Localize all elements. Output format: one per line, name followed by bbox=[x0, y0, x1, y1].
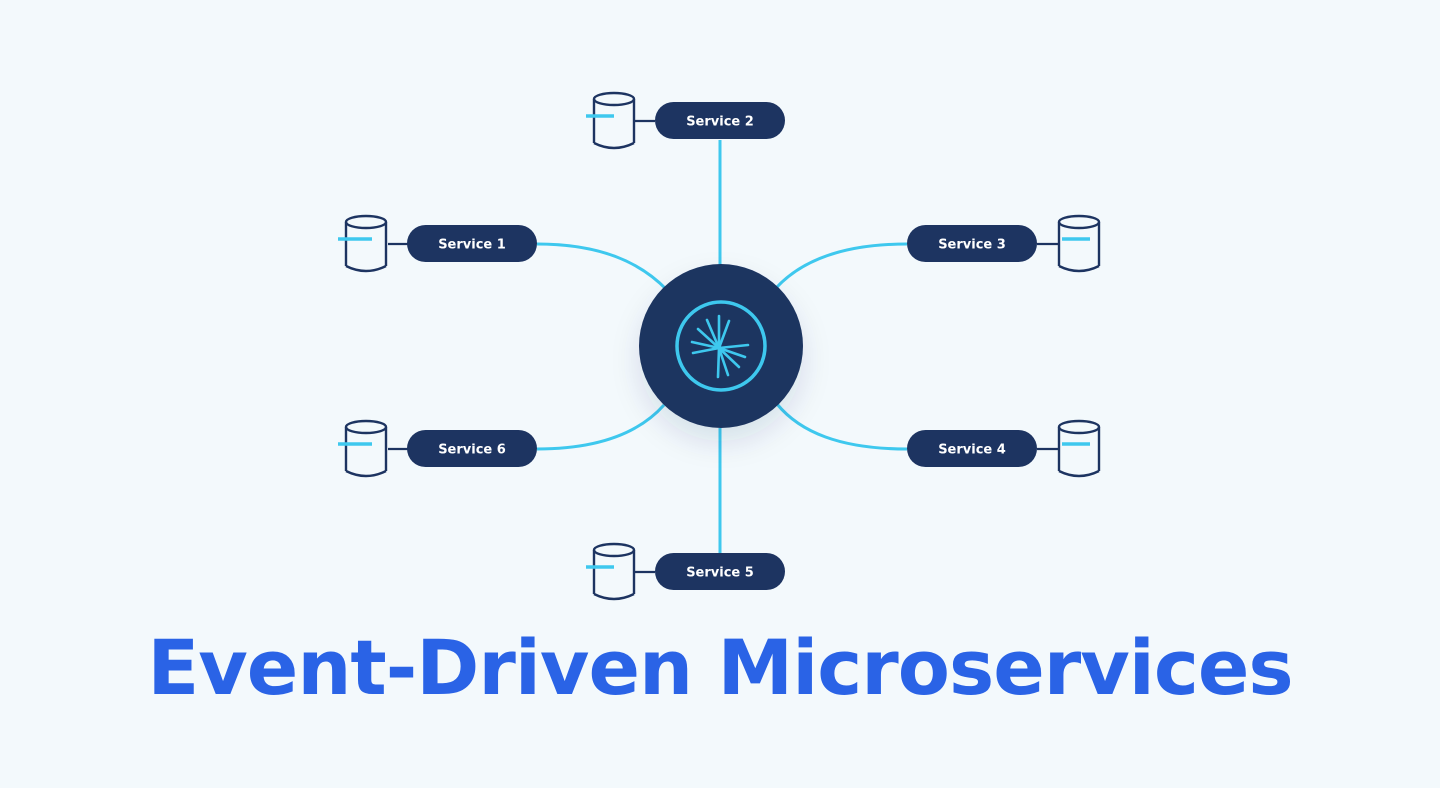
page-title: Event-Driven Microservices bbox=[147, 623, 1293, 712]
database-icons bbox=[338, 91, 1101, 601]
connector-service-1 bbox=[536, 242, 669, 292]
service-label: Service 4 bbox=[938, 443, 1006, 458]
service-label: Service 2 bbox=[686, 115, 754, 130]
service-node[interactable]: Service 4 bbox=[907, 430, 1037, 467]
service-label: Service 3 bbox=[938, 238, 1006, 253]
database-icon bbox=[1057, 214, 1101, 273]
service-pill[interactable] bbox=[407, 430, 537, 467]
connector-service-6 bbox=[536, 404, 666, 451]
service-node[interactable]: Service 2 bbox=[655, 102, 785, 139]
service-pill[interactable] bbox=[407, 225, 537, 262]
service-node[interactable]: Service 3 bbox=[907, 225, 1037, 262]
database-icon bbox=[338, 214, 388, 273]
connector-service-4 bbox=[775, 403, 908, 451]
service-pill[interactable] bbox=[655, 102, 785, 139]
database-icon bbox=[338, 419, 388, 478]
service-label: Service 5 bbox=[686, 566, 754, 581]
connector-service-3 bbox=[774, 242, 908, 290]
service-label: Service 6 bbox=[438, 443, 506, 458]
service-pill[interactable] bbox=[907, 225, 1037, 262]
database-icon bbox=[586, 542, 636, 601]
service-pill[interactable] bbox=[655, 553, 785, 590]
db-links bbox=[388, 119, 1058, 574]
database-icon bbox=[1057, 419, 1101, 478]
database-icon bbox=[586, 91, 636, 150]
event-broker-starburst-icon bbox=[690, 314, 750, 379]
connectors bbox=[536, 140, 908, 556]
service-pill[interactable] bbox=[907, 430, 1037, 467]
hub-ring bbox=[675, 300, 767, 392]
event-hub[interactable] bbox=[639, 264, 803, 428]
service-node[interactable]: Service 1 bbox=[407, 225, 537, 262]
service-node[interactable]: Service 6 bbox=[407, 430, 537, 467]
service-label: Service 1 bbox=[438, 238, 506, 253]
service-node[interactable]: Service 5 bbox=[655, 553, 785, 590]
